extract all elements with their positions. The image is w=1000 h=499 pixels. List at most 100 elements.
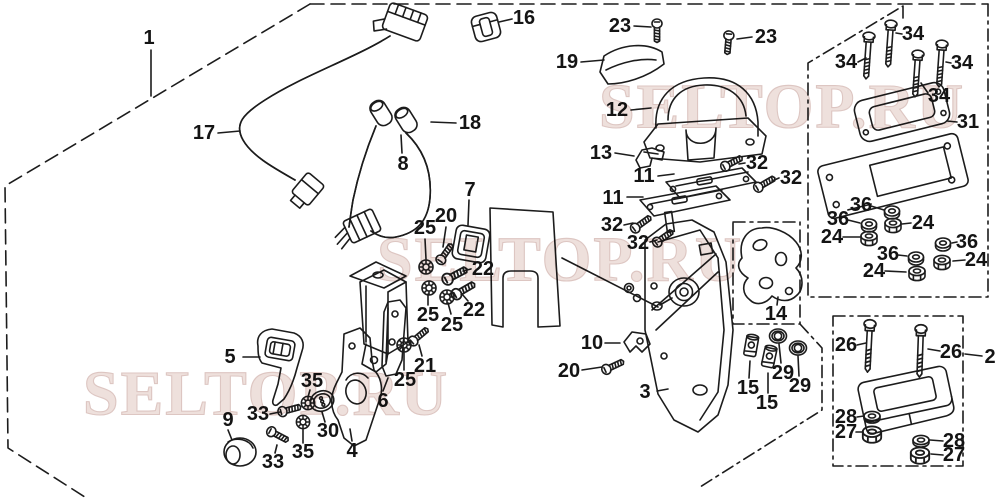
callout-leader-22 [462,268,472,272]
part-23-screw [651,18,663,44]
callout-36: 36 [956,231,978,253]
callout-leader-20 [581,366,603,371]
part-15-block [742,332,760,358]
callout-14: 14 [765,303,788,325]
callout-34: 34 [951,52,974,74]
part-36-washer [907,251,925,266]
callout-leader-18 [430,121,457,124]
callout-20: 20 [435,205,457,227]
callout-25: 25 [417,304,439,326]
spacer-kit-box [832,315,964,467]
callout-leader-35 [307,389,311,398]
callout-8: 8 [397,153,408,175]
callout-30: 30 [317,420,339,442]
callout-31: 31 [957,111,979,133]
part-24-nut [933,254,951,271]
mount-plate [489,207,659,328]
part-28-washer [863,410,881,424]
callout-4: 4 [346,440,358,462]
part-5-grip [256,328,304,407]
part-16-grommet [470,11,502,43]
part-28-washer [912,434,930,448]
callout-leader-31 [946,120,958,123]
callout-5: 5 [224,346,235,368]
part-34-bolt [881,18,899,69]
callout-leader-33 [274,444,278,454]
callout-20: 20 [558,360,580,382]
callout-leader-34 [857,57,867,63]
callout-13: 13 [590,142,612,164]
part-36-washer [883,205,901,220]
callout-leader-34 [895,32,903,35]
callout-32: 32 [627,232,649,254]
part-3-housing [623,210,734,433]
part-9-knob [223,437,257,467]
part-31-gasket [853,81,951,143]
callout-leader-17 [217,130,241,134]
callout-leader-24 [884,270,907,273]
part-13-clip [635,147,665,169]
callout-1: 1 [143,27,154,49]
callout-26: 26 [940,341,962,363]
callout-leader-24 [901,222,912,225]
part-18-cable [334,99,432,250]
part-30-disc [309,389,335,413]
callout-leader-32 [649,239,658,243]
callout-leader-6 [382,377,389,392]
callout-leader-25 [447,302,452,315]
callout-17: 17 [193,122,215,144]
bed-plate [817,132,969,220]
part-8-connector [369,99,393,127]
callout-34: 34 [928,85,951,107]
callout-36: 36 [877,243,899,265]
part-29-nut [768,328,788,344]
callout-leader-36 [951,241,958,244]
part-24-nut [860,230,878,247]
callout-24: 24 [912,212,935,234]
callout-leader-15 [748,360,751,379]
callout-leader-32 [623,222,634,226]
callout-24: 24 [863,260,886,282]
part-36-washer [934,237,952,252]
callout-leader-13 [614,152,635,157]
part-6-bracket [381,299,407,377]
callout-33: 33 [247,403,269,425]
callout-22: 22 [472,258,494,280]
watermark-text: SELTOP.RU [377,224,743,295]
callout-9: 9 [222,409,233,431]
mount-kit-box [807,3,989,298]
callout-leader-32 [738,162,746,165]
callout-leader-25 [424,238,427,260]
callout-21: 21 [414,355,436,377]
part-11-bracket [639,185,731,217]
callout-33: 33 [262,451,284,473]
callout-leader-30 [321,411,326,423]
callout-24: 24 [821,226,844,248]
callout-10: 10 [581,332,603,354]
part-27-nut [909,446,931,465]
part-32-screw [751,172,779,195]
watermark-text: SELTOP.RU [599,71,965,142]
watermark-text: SELTOP.RU [83,358,449,429]
callout-16: 16 [513,7,535,29]
callout-leader-22 [461,293,469,302]
part-27-nut [861,425,883,444]
part-36-washer [860,218,878,233]
callout-leader-34 [920,82,929,94]
part-17-cable [238,2,429,209]
callout-leader-21 [418,344,423,357]
callout-leader-23 [736,36,753,40]
callout-18: 18 [459,112,481,134]
part-26-bolt [860,318,878,374]
part-20-screw [599,356,627,377]
callout-11: 11 [602,187,623,209]
callout-6: 6 [377,390,388,412]
callout-leader-9 [227,429,233,441]
callout-leader-26 [856,342,867,346]
callout-leader-36 [847,219,861,224]
callout-leader-7 [467,199,470,226]
callout-36: 36 [850,194,872,216]
callout-leader-12 [630,107,652,111]
